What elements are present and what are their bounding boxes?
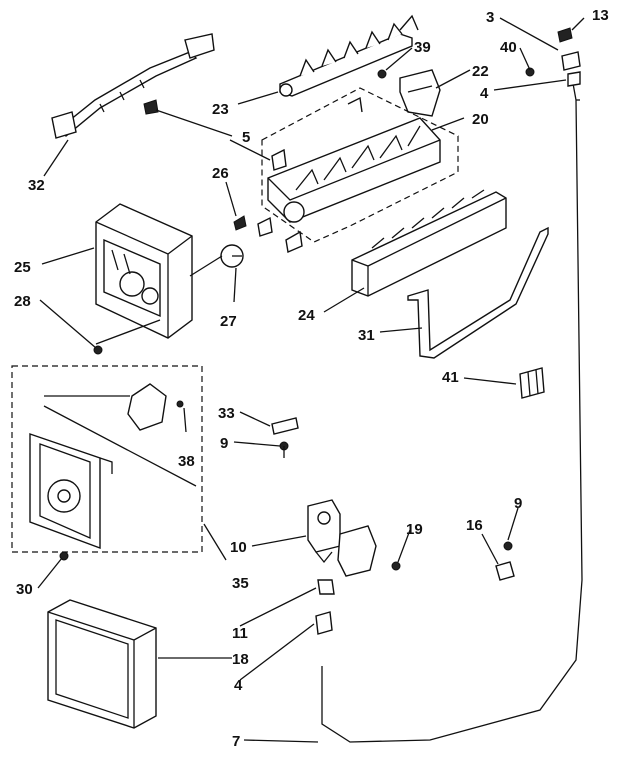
control-module-part <box>11 365 203 553</box>
shutoff-arm-part <box>407 226 549 359</box>
wire-harness-part <box>51 33 215 139</box>
callout-38: 38 <box>178 453 195 470</box>
tube-fittings-part <box>525 27 581 87</box>
callout-9-left: 9 <box>220 435 228 452</box>
callout-7: 7 <box>232 733 240 750</box>
callout-39: 39 <box>414 39 431 56</box>
callout-35: 35 <box>232 575 249 592</box>
callout-28: 28 <box>14 293 31 310</box>
callout-4-top: 4 <box>480 85 489 102</box>
bracket-part-33 <box>271 417 299 458</box>
callout-16: 16 <box>466 517 483 534</box>
cover-part <box>399 69 441 117</box>
water-valve-part <box>307 499 377 577</box>
callout-30: 30 <box>16 581 33 598</box>
callout-24: 24 <box>298 307 315 324</box>
callout-19: 19 <box>406 521 423 538</box>
callout-23: 23 <box>212 101 229 118</box>
callout-4-bottom: 4 <box>234 677 243 694</box>
leader-lines <box>37 17 585 743</box>
callout-25: 25 <box>14 259 31 276</box>
callout-41: 41 <box>442 369 459 386</box>
callout-10: 10 <box>230 539 247 556</box>
ejector-assembly-part <box>279 14 419 97</box>
housing-part <box>95 203 193 339</box>
callout-9-right: 9 <box>514 495 522 512</box>
callout-20: 20 <box>472 111 489 128</box>
callout-40: 40 <box>500 39 517 56</box>
heater-bar-part <box>351 189 507 297</box>
screw-part-39 <box>377 69 387 79</box>
callout-32: 32 <box>28 177 45 194</box>
callout-31: 31 <box>358 327 375 344</box>
callout-22: 22 <box>472 63 489 80</box>
callout-3: 3 <box>486 9 494 26</box>
thermostat-part <box>220 215 303 268</box>
connector-part <box>519 367 545 399</box>
clamp-part-16 <box>495 541 515 581</box>
callout-26: 26 <box>212 165 229 182</box>
cover-box-part <box>47 599 157 729</box>
screw-part-19 <box>391 561 401 571</box>
nut-part-11 <box>315 579 335 635</box>
callout-11: 11 <box>232 625 248 642</box>
clip-part <box>143 99 159 115</box>
callout-27: 27 <box>220 313 237 330</box>
water-tube-part <box>321 77 583 743</box>
callout-5: 5 <box>242 129 250 146</box>
callout-33: 33 <box>218 405 235 422</box>
callout-18: 18 <box>232 651 249 668</box>
ice-mold-part <box>261 87 459 243</box>
callout-13: 13 <box>592 7 609 24</box>
